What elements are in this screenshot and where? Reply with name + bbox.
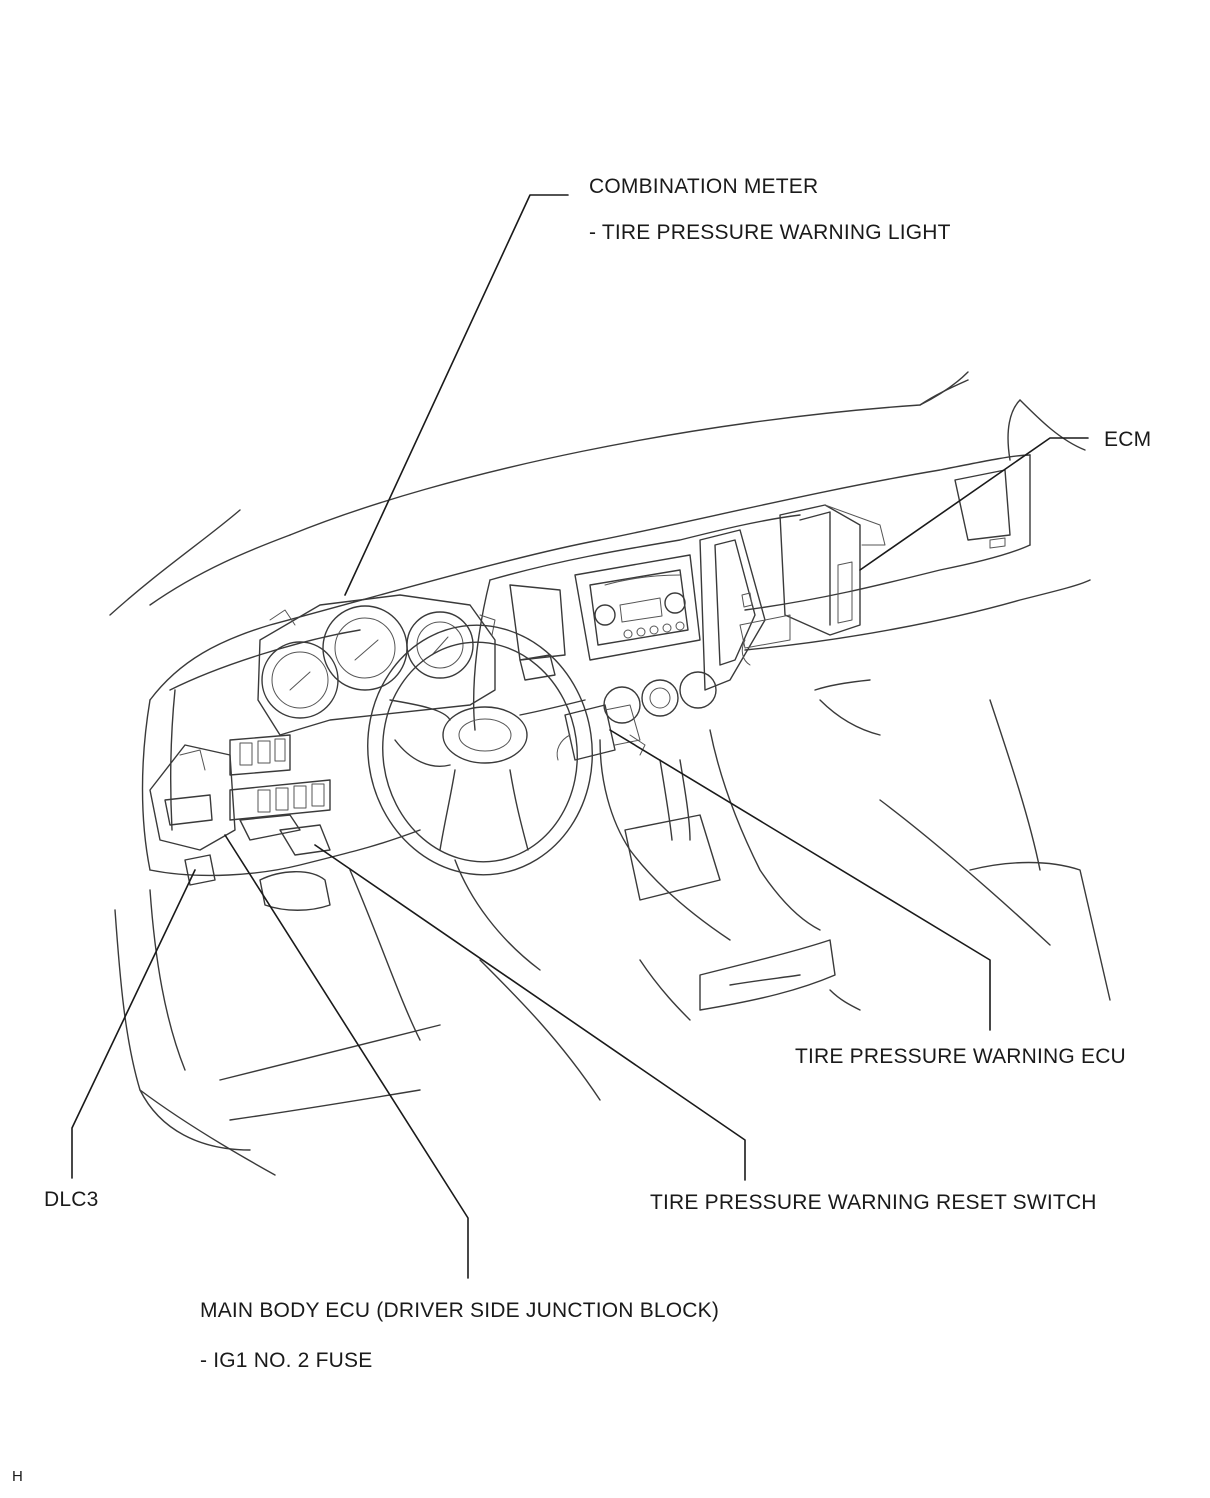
leader-lines [71, 194, 1089, 1279]
center-console [473, 529, 1111, 1021]
leader-dlc3 [71, 869, 196, 1179]
ig1-no2-fuse-label: - IG1 NO. 2 FUSE [200, 1349, 373, 1372]
lower-dash [114, 859, 601, 1176]
hvac-knobs [603, 671, 717, 724]
tire-pressure-warning-reset-switch-label: TIRE PRESSURE WARNING RESET SWITCH [650, 1191, 1097, 1214]
ecm-part [739, 504, 886, 666]
leader-combination-meter [344, 194, 569, 596]
combination-meter-label: COMBINATION METER [589, 175, 819, 198]
leader-reset-switch [314, 844, 746, 1181]
corner-code-label: H [12, 1468, 23, 1485]
main-body-ecu-label: MAIN BODY ECU (DRIVER SIDE JUNCTION BLOC… [200, 1299, 720, 1322]
leader-ecm [859, 437, 1089, 571]
tire-pressure-warning-ecu-part [556, 704, 646, 761]
dlc3-label: DLC3 [44, 1188, 99, 1211]
dashboard-body [141, 454, 1091, 877]
junction-block-area [149, 734, 331, 911]
steering-wheel [367, 624, 593, 876]
windshield-outline [109, 371, 1086, 616]
leader-tpw-ecu [609, 729, 991, 1031]
tire-pressure-warning-ecu-label: TIRE PRESSURE WARNING ECU [795, 1045, 1126, 1068]
leader-main-body-ecu [224, 834, 469, 1279]
tire-pressure-warning-light-label: - TIRE PRESSURE WARNING LIGHT [589, 221, 951, 244]
ecm-label: ECM [1104, 428, 1152, 451]
combination-meter-cluster [257, 594, 496, 736]
radio-buttons [623, 621, 685, 639]
